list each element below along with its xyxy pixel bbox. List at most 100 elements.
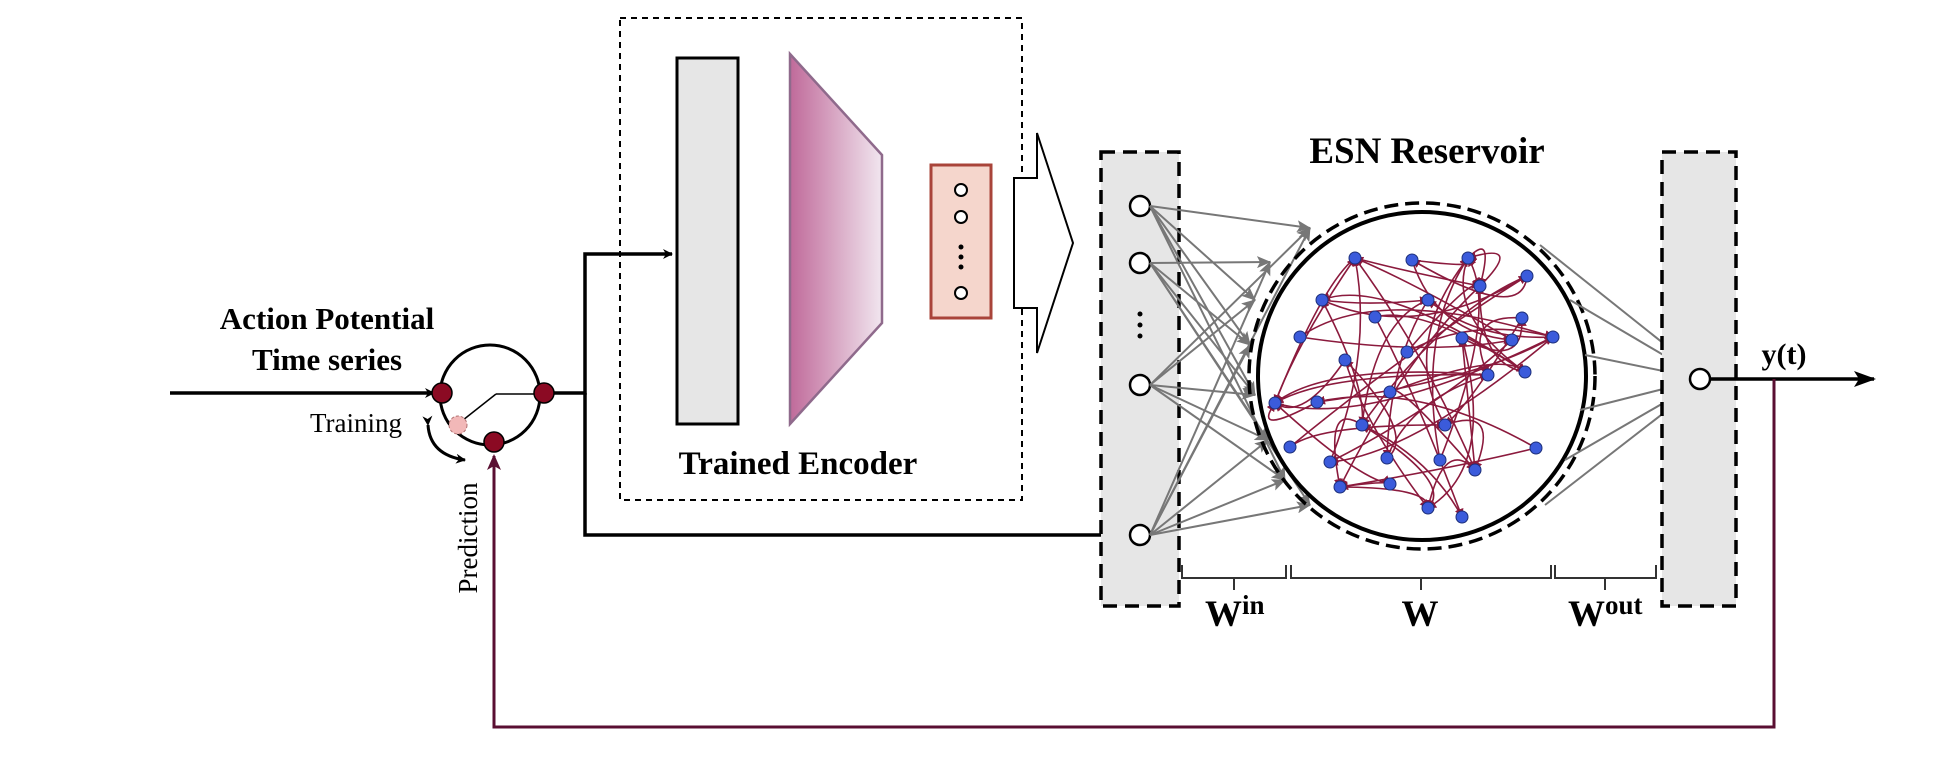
- reservoir-neuron: [1421, 501, 1435, 515]
- recurrent-edge: [1354, 256, 1513, 341]
- w-bracket: [1290, 565, 1552, 590]
- switch-output-node: [533, 382, 555, 404]
- reservoir-neuron: [1383, 385, 1397, 399]
- input-weight-arrow: [1149, 384, 1269, 441]
- input-weight-arrow: [1149, 205, 1256, 396]
- input-weight-arrow: [1149, 256, 1271, 269]
- input-layer-dots: [1137, 311, 1143, 317]
- latent-dots: [958, 244, 964, 250]
- recurrent-edge: [1354, 257, 1481, 289]
- recurrent-edge: [1475, 285, 1526, 373]
- recurrent-edge: [1329, 257, 1362, 463]
- input-weight-arrow: [1149, 501, 1311, 536]
- reservoir-neuron: [1383, 477, 1397, 491]
- recurrent-edge: [1321, 275, 1528, 318]
- reservoir-neuron: [1400, 345, 1414, 359]
- w-in-superscript: in: [1242, 590, 1265, 620]
- recurrent-edge: [1431, 257, 1469, 461]
- input-node: [1128, 251, 1152, 275]
- recurrent-edge: [1361, 424, 1463, 518]
- latent-dots: [958, 254, 964, 260]
- input-weight-arrow: [1149, 344, 1251, 536]
- reservoir-neuron: [1283, 440, 1297, 454]
- reservoir-neuron: [1421, 293, 1435, 307]
- reservoir-neuron: [1348, 251, 1362, 265]
- w-label: W: [1402, 594, 1439, 635]
- recurrent-edge: [1321, 296, 1429, 306]
- recurrent-edge: [1333, 418, 1363, 488]
- recurrent-edge: [1339, 285, 1481, 488]
- recurrent-edge: [1354, 257, 1476, 471]
- reservoir-neuron: [1468, 463, 1482, 477]
- feedback-loop: [487, 379, 1776, 729]
- recurrent-edge: [1427, 459, 1476, 509]
- recurrent-edge: [1266, 401, 1318, 421]
- reservoir-neuron: [1455, 510, 1469, 524]
- input-weight-arrow: [1149, 262, 1251, 346]
- recurrent-edge: [1358, 299, 1429, 426]
- reservoir-neuron: [1515, 311, 1529, 325]
- reservoir-neuron: [1546, 330, 1560, 344]
- reservoir-neuron: [1368, 310, 1382, 324]
- input-label-line1: Action Potential: [220, 301, 435, 336]
- switch-input-node: [431, 382, 453, 404]
- reservoir-neuron: [1268, 396, 1282, 410]
- encoder-compression-block: [788, 50, 884, 428]
- recurrent-edge: [1344, 359, 1397, 459]
- latent-unit: [954, 210, 968, 224]
- w-in-bracket: [1181, 565, 1287, 590]
- weight-brackets: [1181, 565, 1657, 590]
- latent-unit: [954, 183, 968, 197]
- recurrent-edge: [1411, 259, 1513, 344]
- input-weight-arrow: [1149, 439, 1269, 536]
- input-weight-arrow: [1149, 227, 1311, 386]
- recurrent-edge: [1382, 299, 1429, 459]
- input-node: [1128, 194, 1152, 218]
- latent-unit: [954, 286, 968, 300]
- recurrent-edge: [1361, 424, 1435, 509]
- reservoir-neuron: [1315, 293, 1329, 307]
- input-layer-dots: [1137, 322, 1143, 328]
- input-node: [1128, 523, 1152, 547]
- reservoir-label: ESN Reservoir: [1309, 131, 1544, 172]
- reservoir-neuron: [1293, 330, 1307, 344]
- reservoir-recurrent-connections: [1266, 248, 1554, 518]
- input-weight-arrow: [1149, 262, 1256, 396]
- reservoir-outer-dashed: [1247, 201, 1597, 551]
- recurrent-edge: [1299, 309, 1554, 339]
- switch-training-node: [448, 415, 468, 435]
- reservoir-neuron: [1461, 251, 1475, 265]
- input-weight-connections: [1149, 205, 1311, 536]
- encoder-label: Trained Encoder: [679, 446, 918, 482]
- recurrent-edge: [1467, 251, 1501, 287]
- recurrent-edge: [1444, 419, 1484, 471]
- reservoir-neuron: [1323, 455, 1337, 469]
- reservoir-neuron: [1438, 418, 1452, 432]
- reservoir-neuron: [1310, 395, 1324, 409]
- recurrent-edge: [1321, 292, 1526, 373]
- encoder-output-arrow: [1013, 132, 1075, 354]
- recurrent-edge: [1316, 395, 1537, 449]
- w-out-superscript: out: [1605, 590, 1643, 620]
- w-in-label: Win: [1205, 590, 1265, 635]
- reservoir-neuron: [1518, 365, 1532, 379]
- input-weight-arrow: [1149, 205, 1311, 233]
- reservoir-neuron: [1338, 353, 1352, 367]
- reservoir-neurons: [1268, 251, 1560, 524]
- recurrent-edge: [1461, 317, 1527, 352]
- w-in-base: W: [1205, 594, 1242, 635]
- input-label-line2: Time series: [252, 342, 402, 377]
- input-weight-arrow: [1149, 479, 1286, 536]
- reservoir-neuron: [1433, 453, 1447, 467]
- input-weight-arrow: [1149, 299, 1256, 386]
- input-weight-arrow: [1149, 384, 1286, 481]
- recurrent-edge: [1321, 299, 1364, 426]
- switch-prediction-node: [483, 431, 505, 453]
- recurrent-edge: [1274, 373, 1489, 404]
- reservoir-neuron: [1355, 418, 1369, 432]
- reservoir-neuron: [1380, 451, 1394, 465]
- switch-to-input-layer-arrow: [583, 393, 1125, 540]
- input-weight-arrow: [1149, 261, 1271, 536]
- recurrent-edge: [1274, 402, 1391, 485]
